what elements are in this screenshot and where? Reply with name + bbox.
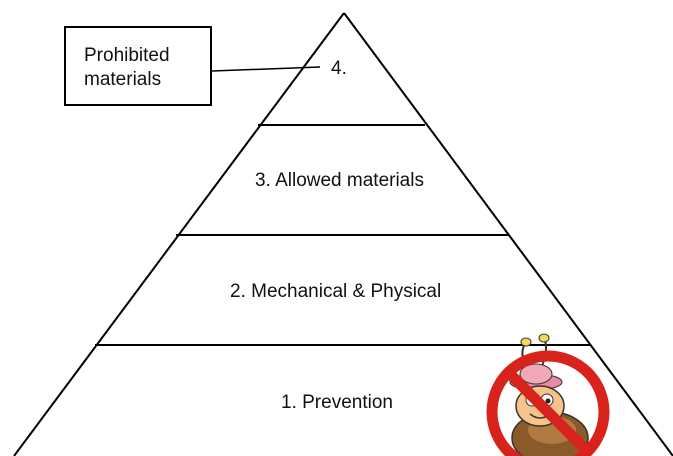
callout-connector xyxy=(211,66,321,72)
pyramid-right-edge xyxy=(343,12,673,456)
mascot-prohibited-icon xyxy=(486,333,610,456)
callout-line-2: materials xyxy=(84,69,162,90)
level-3-label: 3. Allowed materials xyxy=(255,170,424,191)
level-4-label: 4. xyxy=(331,58,347,79)
callout-box: Prohibited materials xyxy=(64,26,212,106)
callout-text: Prohibited materials xyxy=(84,44,170,92)
level-1-label: 1. Prevention xyxy=(281,392,393,413)
callout-line-1: Prohibited xyxy=(84,45,170,66)
level-2-label: 2. Mechanical & Physical xyxy=(230,281,442,302)
